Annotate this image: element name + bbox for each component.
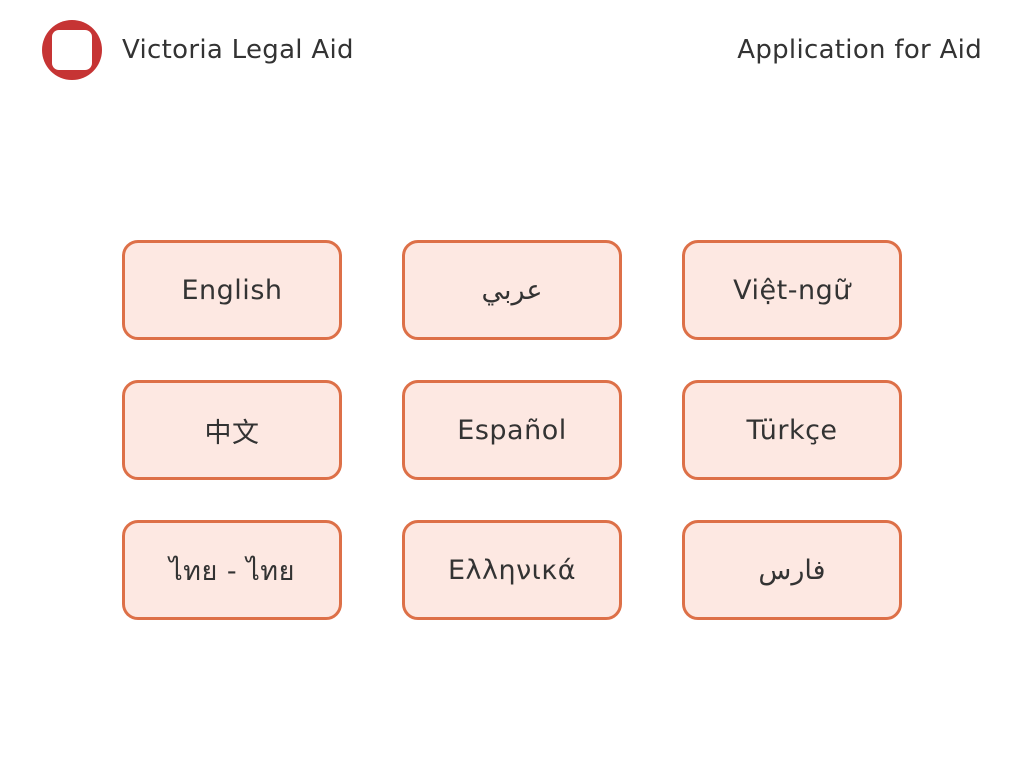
language-button-chinese[interactable]: 中文 (122, 380, 342, 480)
language-button-arabic[interactable]: عربي (402, 240, 622, 340)
logo-inner-square (52, 30, 92, 70)
language-label: عربي (481, 274, 543, 306)
language-label: Ελληνικά (447, 554, 577, 586)
language-button-spanish[interactable]: Español (402, 380, 622, 480)
language-button-english[interactable]: English (122, 240, 342, 340)
language-button-farsi[interactable]: فارس (682, 520, 902, 620)
language-label: 中文 (204, 417, 260, 449)
language-button-vietnamese[interactable]: Việt-ngữ (682, 240, 902, 340)
header: Victoria Legal Aid Application for Aid (0, 0, 1024, 100)
language-label: Español (457, 414, 567, 446)
brand-name: Victoria Legal Aid (122, 35, 354, 65)
language-button-thai[interactable]: ไทย - ไทย (122, 520, 342, 620)
logo-icon (42, 20, 102, 80)
page-title: Application for Aid (737, 35, 982, 65)
language-grid: English عربي Việt-ngữ 中文 Español Türkçe … (122, 240, 902, 620)
language-label: Türkçe (746, 414, 838, 446)
language-label: ไทย - ไทย (169, 555, 295, 587)
language-label: فارس (758, 554, 826, 586)
language-label: Việt-ngữ (733, 274, 851, 306)
language-button-turkish[interactable]: Türkçe (682, 380, 902, 480)
language-label: English (181, 274, 283, 306)
language-button-greek[interactable]: Ελληνικά (402, 520, 622, 620)
